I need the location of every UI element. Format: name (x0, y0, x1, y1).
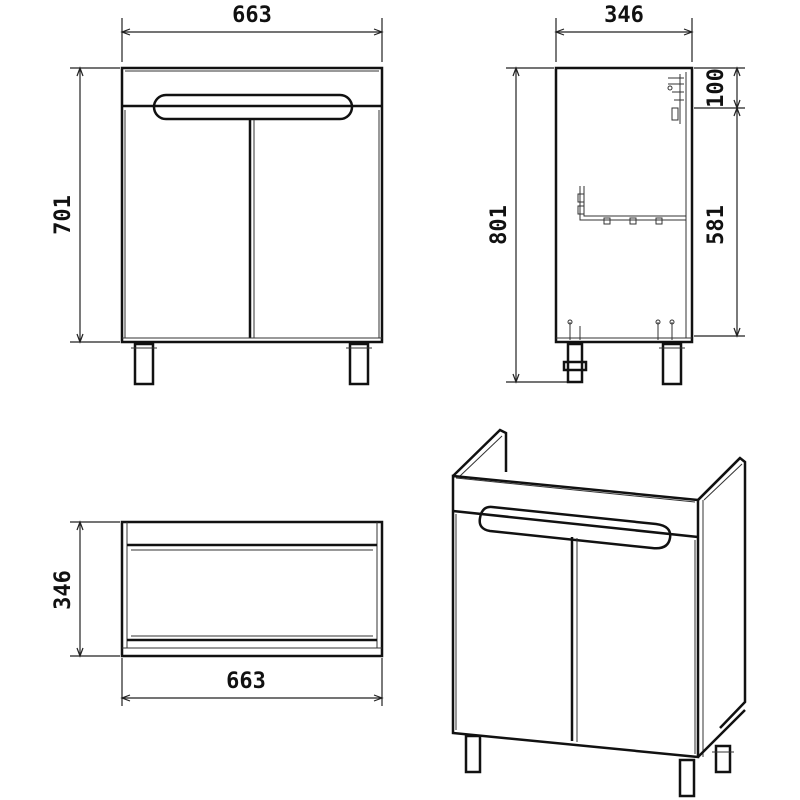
top-outline (120, 520, 384, 658)
front-height-label: 701 (51, 195, 76, 235)
front-leg-right (348, 342, 370, 386)
side-depth-dimension: 346 (554, 3, 694, 62)
side-panel (554, 66, 694, 344)
top-view: 346 663 (51, 520, 384, 706)
top-depth-dimension: 346 (51, 520, 120, 658)
top-depth-label: 346 (51, 570, 76, 610)
iso-handle (478, 505, 672, 550)
iso-leg-right (678, 758, 696, 798)
iso-leg-left (464, 734, 482, 774)
side-mid-height-label: 581 (704, 205, 729, 245)
front-width-label: 663 (232, 3, 272, 28)
side-depth-label: 346 (604, 3, 644, 28)
side-total-height-label: 801 (487, 205, 512, 245)
top-width-dimension: 663 (120, 658, 384, 706)
front-width-dimension: 663 (120, 3, 384, 62)
side-top-offset-label: 100 (704, 68, 729, 108)
side-total-height-dimension: 801 (487, 66, 570, 384)
side-bottom-fittings (567, 319, 675, 340)
side-shelf-bracket (577, 186, 686, 225)
front-height-dimension: 701 (51, 66, 120, 344)
isometric-view (451, 428, 747, 798)
front-leg-left (133, 342, 155, 386)
side-top-hardware (667, 74, 684, 124)
front-view: 663 701 (51, 3, 384, 386)
front-handle (152, 93, 354, 121)
side-view: 346 801 100 581 (487, 3, 745, 386)
iso-front-face (451, 474, 700, 759)
front-cabinet-body (120, 66, 384, 344)
side-right-dimensions: 100 581 (694, 66, 745, 338)
side-leg-back (661, 342, 683, 386)
top-width-label: 663 (226, 669, 266, 694)
